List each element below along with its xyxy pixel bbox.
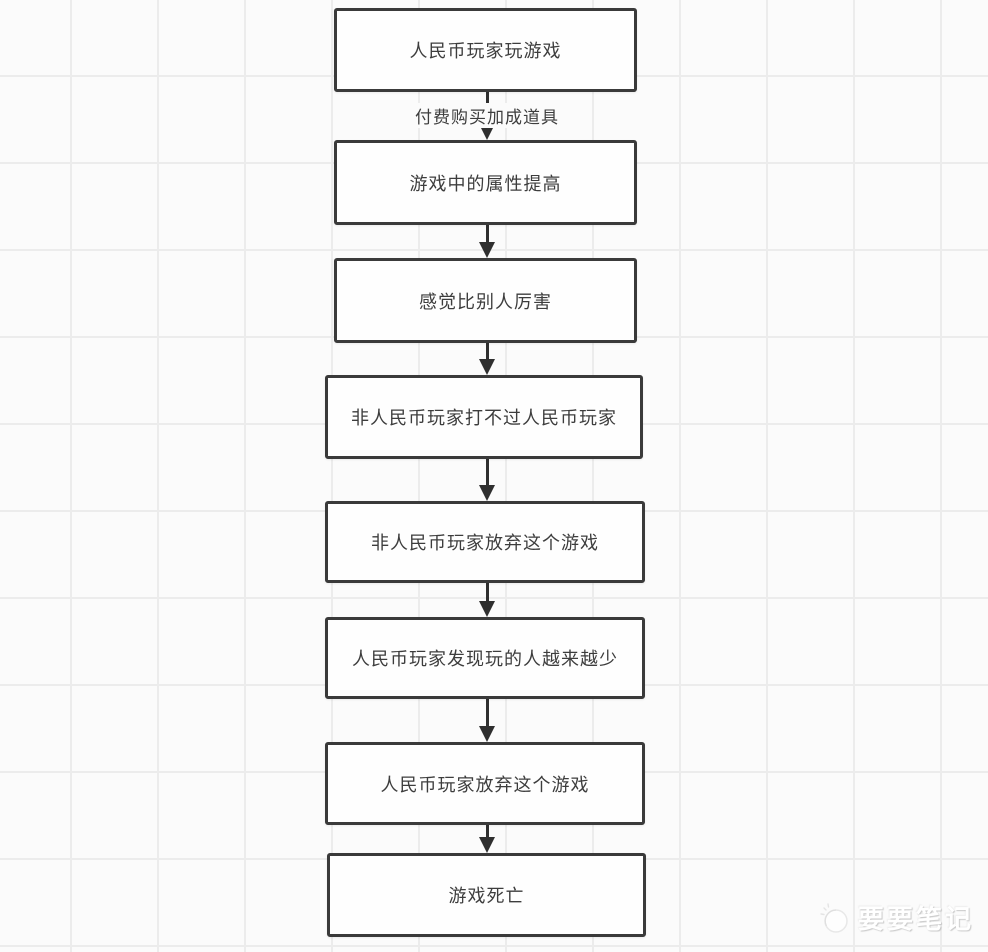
flow-node-label: 游戏中的属性提高 (409, 173, 562, 194)
arrowhead-icon (479, 726, 495, 742)
flow-node-label: 人民币玩家放弃这个游戏 (380, 774, 590, 795)
flow-node-label: 游戏死亡 (448, 886, 525, 906)
edge-label-pay-for-items: 付费购买加成道具 (409, 103, 565, 128)
flow-arrow-2 (479, 225, 495, 258)
flow-node-rmb-players-play: 人民币玩家玩游戏 (334, 8, 637, 92)
flow-node-label: 非人民币玩家打不过人民币玩家 (351, 408, 617, 428)
flow-arrow-6 (479, 699, 495, 742)
flow-node-label: 非人民币玩家放弃这个游戏 (371, 533, 599, 553)
flow-node-feel-stronger: 感觉比别人厉害 (334, 258, 637, 343)
flow-arrow-3 (479, 343, 495, 375)
flow-arrow-5 (479, 583, 495, 617)
flow-node-label: 感觉比别人厉害 (419, 291, 552, 312)
flow-node-free-players-quit: 非人民币玩家放弃这个游戏 (325, 501, 645, 583)
flow-node-game-dies: 游戏死亡 (327, 853, 646, 937)
flow-node-rmb-players-quit: 人民币玩家放弃这个游戏 (325, 742, 645, 825)
arrowhead-icon (479, 837, 495, 853)
arrowhead-icon (479, 485, 495, 501)
arrowhead-icon (479, 601, 495, 617)
moon-sparkle-icon (818, 900, 852, 936)
arrowhead-icon (479, 359, 495, 375)
arrowhead-icon (479, 242, 495, 258)
flow-node-attributes-improve: 游戏中的属性提高 (334, 140, 637, 225)
watermark: 要要笔记 (818, 899, 974, 936)
flow-node-free-players-lose: 非人民币玩家打不过人民币玩家 (325, 375, 643, 459)
flow-node-label: 人民币玩家玩游戏 (409, 41, 562, 61)
flow-arrow-7 (479, 825, 495, 853)
flow-arrow-4 (479, 459, 495, 501)
arrowhead-icon (479, 124, 495, 140)
flow-node-label: 人民币玩家发现玩的人越来越少 (352, 649, 618, 669)
watermark-text: 要要笔记 (857, 904, 974, 934)
flow-node-fewer-players-noticed: 人民币玩家发现玩的人越来越少 (325, 617, 645, 699)
